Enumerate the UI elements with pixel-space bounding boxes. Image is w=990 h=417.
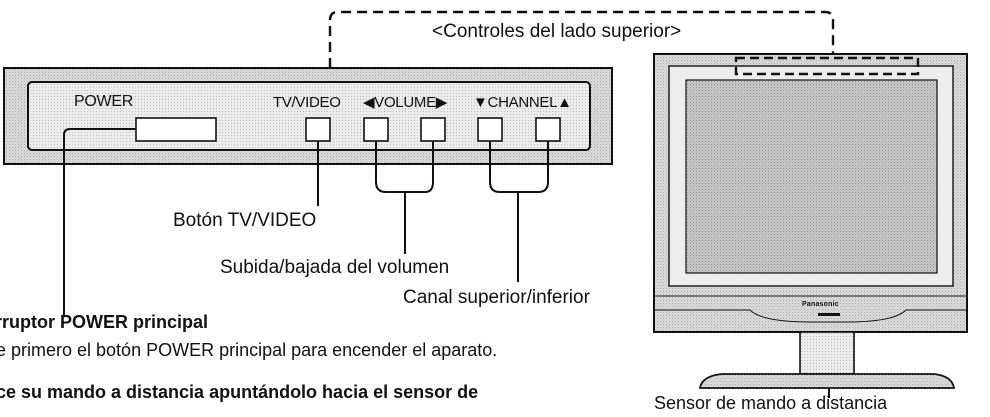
top-controls-bracket: [328, 10, 835, 68]
panel-channel-label: ▼CHANNEL▲: [473, 94, 572, 111]
remote-sensor-callout: Sensor de mando a distancia: [654, 393, 888, 413]
volume-callout: Subida/bajada del volumen: [220, 257, 450, 278]
volume-up-key: [420, 117, 446, 142]
remote-sensor: [818, 313, 840, 316]
channel-up-key: [535, 117, 561, 142]
tv-set: [653, 53, 968, 389]
power-switch: [135, 117, 217, 142]
panel-tv-video-label: TV/VIDEO: [273, 94, 341, 111]
channel-callout: Canal superior/inferior: [403, 287, 590, 308]
panel-power-label: POWER: [74, 93, 133, 110]
top-controls-area: [734, 56, 920, 76]
tv-video-callout: Botón TV/VIDEO: [173, 210, 317, 231]
panel-volume-label: ◀VOLUME▶: [363, 94, 448, 111]
volume-down-key: [363, 117, 389, 142]
top-controls-title: <Controles del lado superior>: [432, 21, 682, 42]
tv-video-key: [305, 117, 331, 142]
power-switch-text: e primero el botón POWER principal para …: [0, 340, 498, 360]
power-switch-heading: rruptor POWER principal: [0, 312, 209, 332]
tv-brand-logo: Panasonic: [802, 301, 839, 308]
tv-screen: [685, 79, 938, 274]
control-panel: [3, 67, 613, 165]
remote-instruction: ce su mando a distancia apuntándolo haci…: [0, 382, 479, 402]
channel-down-key: [477, 117, 503, 142]
